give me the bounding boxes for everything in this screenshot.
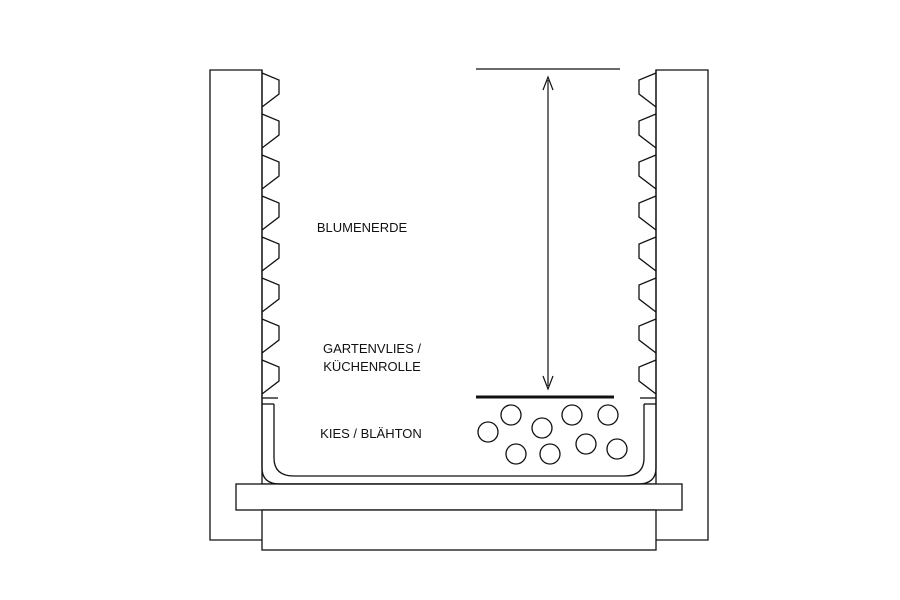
wall-ridge	[261, 277, 280, 313]
dimension-arrow-head-bottom	[542, 375, 554, 391]
pebble	[606, 438, 628, 460]
wall-ridge	[261, 195, 280, 231]
label-fleece-line2: KÜCHENROLLE	[323, 359, 421, 374]
pebble	[505, 443, 527, 465]
pebble	[597, 404, 619, 426]
dimension-arrow-head-top	[542, 75, 554, 91]
wall-ridges-left	[261, 72, 280, 395]
reservoir-outer	[261, 404, 657, 485]
label-fleece-line1: GARTENVLIES /	[323, 341, 421, 356]
gravel-pebbles	[477, 404, 628, 465]
pebble	[539, 443, 561, 465]
base-rim	[235, 483, 683, 511]
wall-ridge	[638, 195, 657, 231]
label-soil: BLUMENERDE	[317, 220, 408, 235]
pebble	[531, 417, 553, 439]
pebble	[500, 404, 522, 426]
reservoir-inner	[273, 404, 645, 477]
pebble	[477, 421, 499, 443]
wall-ridge	[261, 318, 280, 354]
wall-ridge	[638, 154, 657, 190]
wall-ridge	[261, 72, 280, 108]
wall-ridge	[638, 113, 657, 149]
wall-ridges-right	[638, 72, 657, 395]
label-gravel: KIES / BLÄHTON	[320, 426, 422, 441]
base-foot	[261, 509, 657, 551]
wall-ridge	[261, 359, 280, 395]
wall-ridge	[261, 154, 280, 190]
wall-ridge	[638, 277, 657, 313]
wall-ridge	[261, 236, 280, 272]
pebble	[561, 404, 583, 426]
wall-ridge	[638, 236, 657, 272]
pebble	[575, 433, 597, 455]
outer-pot-outline	[209, 69, 709, 541]
wall-ridge	[638, 359, 657, 395]
wall-ridge	[638, 318, 657, 354]
wall-ridge	[638, 72, 657, 108]
wall-ridge	[261, 113, 280, 149]
